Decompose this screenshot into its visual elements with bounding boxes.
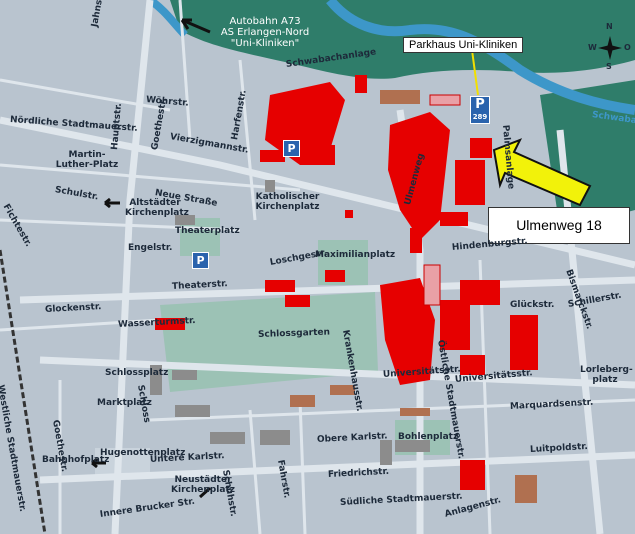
destination-label-text: Ulmenweg 18	[516, 217, 602, 233]
parkhaus-parking-icon[interactable]: P 289	[470, 96, 490, 124]
destination-arrow-icon[interactable]	[492, 138, 592, 207]
railway	[0, 249, 47, 534]
compass-north: N	[606, 22, 613, 31]
parking-symbol: P	[287, 142, 296, 155]
green-belt	[170, 0, 635, 79]
street-label: Engelstr.	[128, 243, 173, 253]
compass-south: S	[606, 62, 612, 71]
place-label: Marktplatz	[97, 398, 152, 408]
autobahn-label: Autobahn A73 AS Erlangen-Nord "Uni-Klini…	[212, 16, 318, 49]
autobahn-line-3: "Uni-Kliniken"	[230, 38, 300, 49]
parking-icon: P	[283, 140, 300, 157]
parkhaus-number: 289	[472, 113, 488, 121]
compass-west: W	[588, 43, 597, 52]
pedestrian-arrow-icon	[91, 457, 106, 469]
place-label: Katholischer Kirchenplatz	[255, 192, 320, 212]
place-label: Schlossplatz	[105, 368, 169, 378]
autobahn-line-1: Autobahn A73	[229, 16, 301, 27]
pedestrian-arrow-icon	[104, 197, 120, 209]
place-label: Lorleberg-platz	[580, 365, 633, 385]
place-label: Martin-Luther-Platz	[55, 150, 119, 170]
place-label: Maximilianplatz	[315, 250, 396, 260]
parkhaus-label[interactable]: Parkhaus Uni-Kliniken	[403, 37, 524, 53]
compass-east: O	[624, 43, 631, 52]
historic-buildings	[290, 90, 537, 503]
parkhaus-label-text: Parkhaus Uni-Kliniken	[409, 39, 518, 51]
pink-building	[423, 264, 441, 306]
parking-symbol: P	[196, 254, 205, 267]
place-label: Hugenottenplatz	[100, 448, 186, 458]
parking-symbol: P	[475, 97, 485, 112]
street-label: Glückstr.	[510, 300, 555, 310]
autobahn-line-2: AS Erlangen-Nord	[220, 27, 310, 38]
place-label: Bahnhofplatz	[42, 455, 110, 465]
compass-icon	[598, 36, 622, 60]
place-label: Altstädter Kirchenplatz	[125, 198, 189, 218]
place-label: Theaterplatz	[175, 226, 240, 236]
parkhaus-pointer	[471, 49, 479, 96]
place-label: Neustädter Kirchenplatz	[171, 475, 235, 495]
other-buildings	[150, 180, 430, 465]
autobahn-arrow-icon	[180, 18, 211, 34]
place-label: Bohlenplatz	[398, 432, 459, 442]
pink-building	[429, 94, 461, 106]
destination-label[interactable]: Ulmenweg 18	[488, 207, 630, 244]
pedestrian-arrow-icon	[198, 486, 212, 499]
parking-icon: P	[192, 252, 209, 269]
